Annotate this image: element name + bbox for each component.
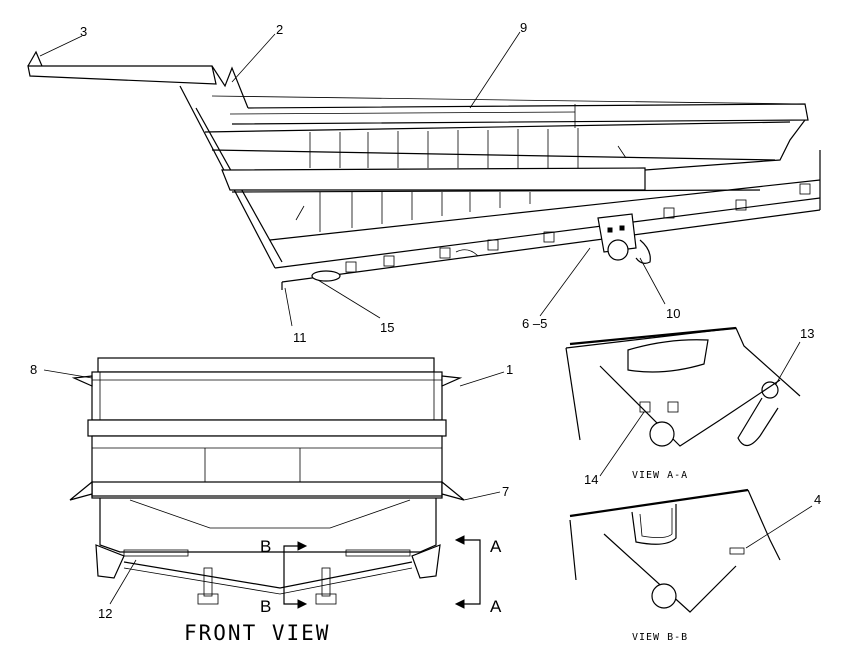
front-view [69, 357, 465, 605]
section-a-bottom: A [490, 597, 502, 616]
view-a-a-leaders [599, 341, 801, 477]
view-a-a-caption: VIEW A-A [632, 470, 688, 481]
side-view [27, 50, 821, 290]
callout-7: 7 [502, 484, 509, 499]
callout-10: 10 [666, 306, 680, 321]
section-b-bottom: B [260, 597, 271, 616]
callout-11: 11 [293, 330, 307, 345]
callout-1: 1 [506, 362, 513, 377]
callout-12: 12 [98, 606, 112, 621]
callout-9: 9 [520, 20, 527, 35]
side-view-leaders [39, 31, 666, 327]
callout-3: 3 [80, 24, 87, 39]
front-view-leaders [43, 369, 505, 605]
view-b-b-caption: VIEW B-B [632, 632, 688, 643]
callout-8: 8 [30, 362, 37, 377]
front-view-caption: FRONT VIEW [184, 621, 330, 645]
view-b-b [569, 488, 781, 613]
callout-13: 13 [800, 326, 814, 341]
section-b-top: B [260, 537, 271, 556]
section-marks [283, 535, 481, 609]
callout-15: 15 [380, 320, 394, 335]
callout-6-5: 6 –5 [522, 316, 547, 331]
callout-4: 4 [814, 492, 821, 507]
section-a-top: A [490, 537, 502, 556]
callout-2: 2 [276, 22, 283, 37]
callout-14: 14 [584, 472, 598, 487]
view-b-b-leader [745, 505, 813, 549]
view-a-a [565, 326, 801, 447]
